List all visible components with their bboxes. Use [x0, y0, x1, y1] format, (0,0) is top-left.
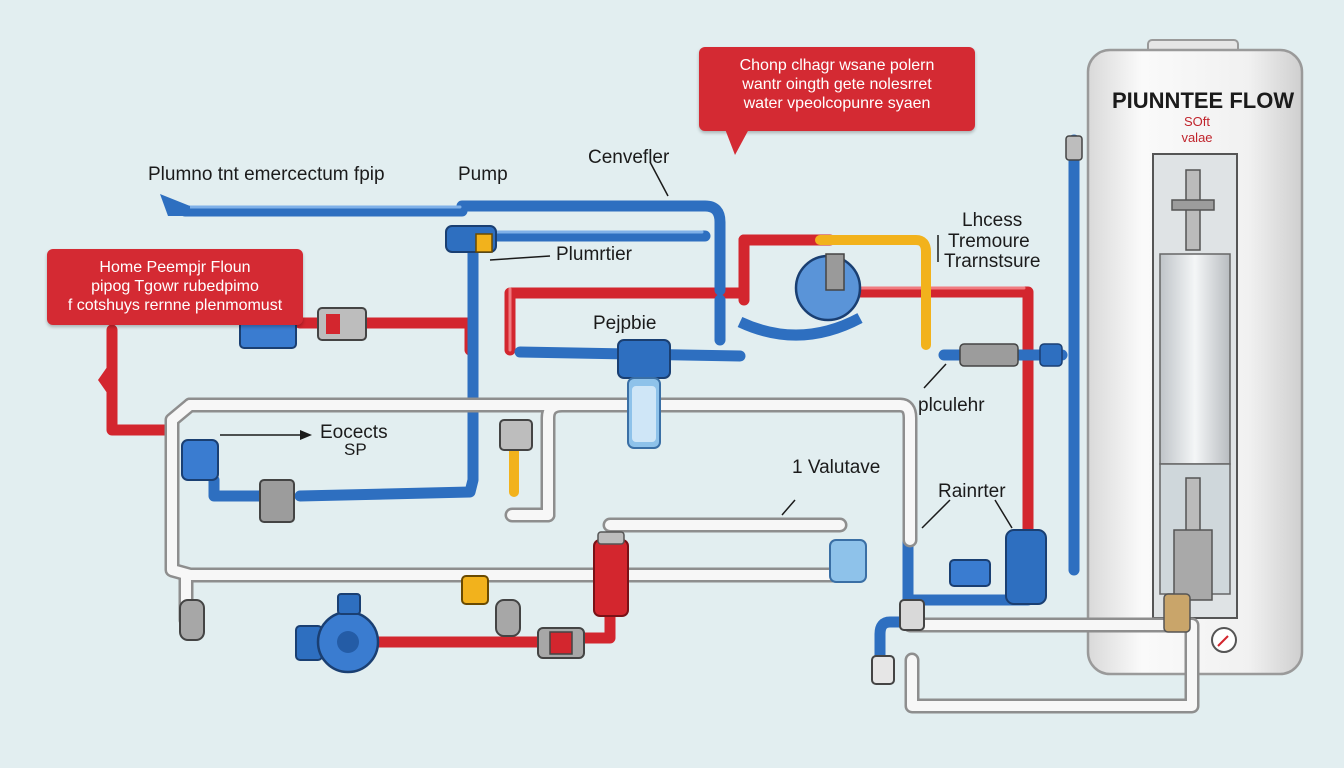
label-pump: Pump	[458, 164, 508, 185]
filter-icon	[593, 531, 629, 617]
valve-icon	[829, 539, 925, 685]
valve-icon	[179, 599, 521, 641]
pump-icon	[737, 253, 863, 341]
label-lhcess: Lhcess	[962, 210, 1023, 231]
valve-icon	[537, 627, 585, 659]
callout-top-line: wantr oingth gete nolesrret	[742, 76, 932, 93]
label-plumrtier: Plumrtier	[556, 244, 633, 265]
label-eocects: Eocects	[320, 422, 388, 443]
callout-left-line: Home Peempjr Floun	[99, 259, 251, 276]
label-leader-lines	[220, 161, 1013, 529]
pump-icon	[949, 529, 1047, 605]
label-rainrter: Rainrter	[938, 481, 1006, 502]
callout-top: Chonp clhagr wsane polern wantr oingth g…	[699, 47, 975, 155]
label-tremoure: Tremoure	[948, 231, 1030, 252]
valve-icon	[445, 225, 497, 253]
label-sp: SP	[344, 440, 367, 459]
heater-subtitle: SOft	[1183, 114, 1210, 129]
label-pleulehr: plculehr	[918, 395, 985, 416]
heater-subtitle: valae	[1181, 130, 1213, 145]
flow-arrow-icon	[98, 360, 112, 400]
valve-icon	[959, 135, 1083, 367]
gauge-icon	[1163, 593, 1237, 653]
callout-left-line: pipog Tgowr rubedpimo	[91, 278, 259, 295]
label-valutave: 1 Valutave	[792, 457, 881, 478]
label-convefler: Cenvefler	[588, 147, 670, 168]
heater-title: PIUNNTEE FLOW	[1112, 88, 1295, 113]
callout-left: Home Peempjr Floun pipog Tgowr rubedpimo…	[47, 249, 303, 325]
valve-icon	[461, 419, 533, 605]
callout-top-line: water vpeolcopunre syaen	[743, 95, 931, 112]
pump-icon	[295, 593, 380, 674]
callout-top-line: Chonp clhagr wsane polern	[739, 57, 935, 74]
label-pump-intermediate: Plumno tnt emercectum fpip	[148, 164, 385, 185]
pump-icon	[181, 439, 295, 523]
callout-left-line: f cotshuys rernne plenmomust	[67, 297, 283, 314]
flow-arrow-icon	[160, 194, 190, 216]
arrow-icon	[300, 430, 312, 440]
label-pejpbie: Pejpbie	[593, 313, 657, 334]
label-trarnstsure: Trarnstsure	[944, 251, 1041, 272]
water-heater-icon	[1086, 39, 1304, 676]
filter-icon	[617, 339, 671, 449]
